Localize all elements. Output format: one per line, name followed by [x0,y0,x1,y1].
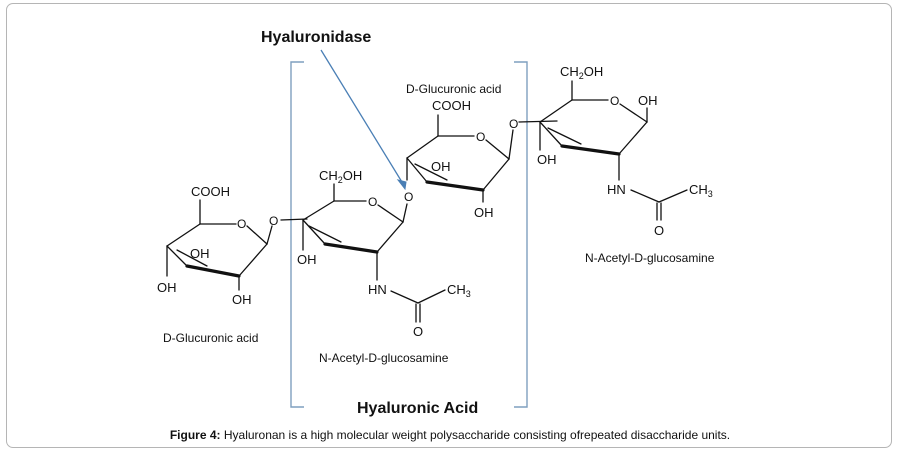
figure-caption: Figure 4: Hyaluronan is a high molecular… [7,428,893,442]
label-left-glucuronic: D-Glucuronic acid [163,331,258,345]
carbonyl-oxygen-2: O [413,324,423,339]
carbonyl-oxygen-4: O [654,223,664,238]
glycosidic-oxygen-3: O [509,117,518,131]
figure-frame: Hyaluronidase COOH O O OH OH OH [6,3,892,448]
label-top-glucuronic: D-Glucuronic acid [406,82,501,96]
hn-group-2: HN [368,282,387,297]
hyaluronic-acid-structure: Hyaluronidase COOH O O OH OH OH [157,29,715,417]
oh-group-3a: OH [431,159,451,174]
oh-group-4a: OH [638,93,658,108]
hn-group-4: HN [607,182,626,197]
oh-group-1c: OH [232,292,252,307]
caption-label: Figure 4: [169,428,221,442]
ring-left-nag: CH2OH O O OH HN CH3 O N-Acetyl-D-glucos [297,168,471,365]
ring-top-glucuronic: D-Glucuronic acid COOH O OH OH O [406,82,558,220]
bracket-right [514,61,528,408]
ch2oh-group-4: CH2OH [560,64,603,81]
oh-group-3b: OH [474,205,494,220]
oh-group-1a: OH [190,246,210,261]
cooh-group-3: COOH [432,98,471,113]
polymer-label: Hyaluronic Acid [357,400,478,417]
oh-group-2: OH [297,252,317,267]
ch3-group-4: CH3 [689,182,713,199]
enzyme-label: Hyaluronidase [261,29,371,46]
label-left-nag: N-Acetyl-D-glucosamine [319,351,449,365]
caption-text: Hyaluronan is a high molecular weight po… [220,428,731,442]
ring-left-glucuronic: COOH O O OH OH OH D-Glucuronic acid [157,184,308,345]
glycosidic-oxygen-1: O [269,214,278,228]
ch2oh-group-2: CH2OH [319,168,362,185]
bracket-left [290,61,304,408]
ring-oxygen-2: O [368,195,377,209]
ring-right-nag: CH2OH O OH OH HN CH3 O N-Acetyl-D-glucos… [537,64,715,265]
oh-group-1b: OH [157,280,177,295]
ring-oxygen-1: O [237,217,246,231]
oh-group-4b: OH [537,152,557,167]
cleavage-arrow [320,49,407,191]
cooh-group-1: COOH [191,184,230,199]
glycosidic-oxygen-2: O [404,190,413,204]
label-right-nag: N-Acetyl-D-glucosamine [585,251,715,265]
ring-oxygen-4: O [610,94,619,108]
ring-oxygen-3: O [476,130,485,144]
ch3-group-2: CH3 [447,282,471,299]
